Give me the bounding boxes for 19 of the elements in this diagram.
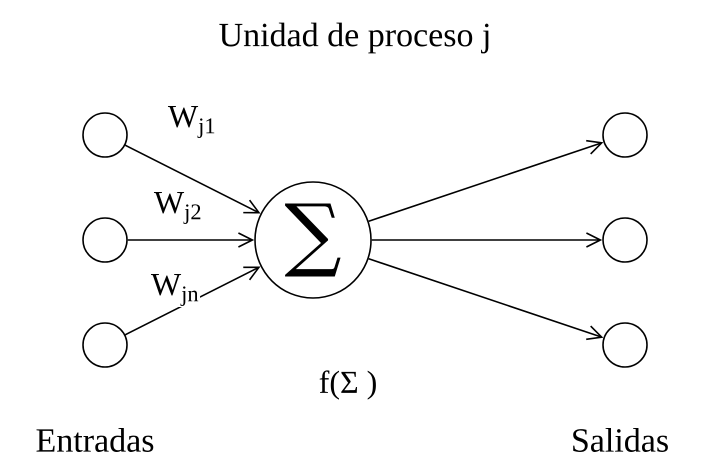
arrow xyxy=(372,232,602,248)
neuron-circle xyxy=(602,112,648,158)
neuron-circle xyxy=(602,217,648,263)
weight-label: W$_{jn}$ xyxy=(150,273,200,307)
neuron-circle xyxy=(82,112,128,158)
arrow xyxy=(125,144,261,214)
weight-label: W$_{j2}$ xyxy=(152,191,204,225)
weight-label: W$_{j1}$ xyxy=(166,105,218,139)
arrow xyxy=(368,258,604,340)
arrow xyxy=(125,266,261,336)
title: Unidad de proceso j xyxy=(219,22,489,54)
neuron-circle xyxy=(82,217,128,263)
neuron-circle xyxy=(82,322,128,368)
function-label: f(Σ ) xyxy=(320,370,376,400)
arrow xyxy=(368,140,604,222)
group-label: Entradas xyxy=(36,428,154,452)
arrow xyxy=(128,232,254,248)
neuron-circle xyxy=(602,322,648,368)
group-label: Salidas xyxy=(573,428,668,452)
